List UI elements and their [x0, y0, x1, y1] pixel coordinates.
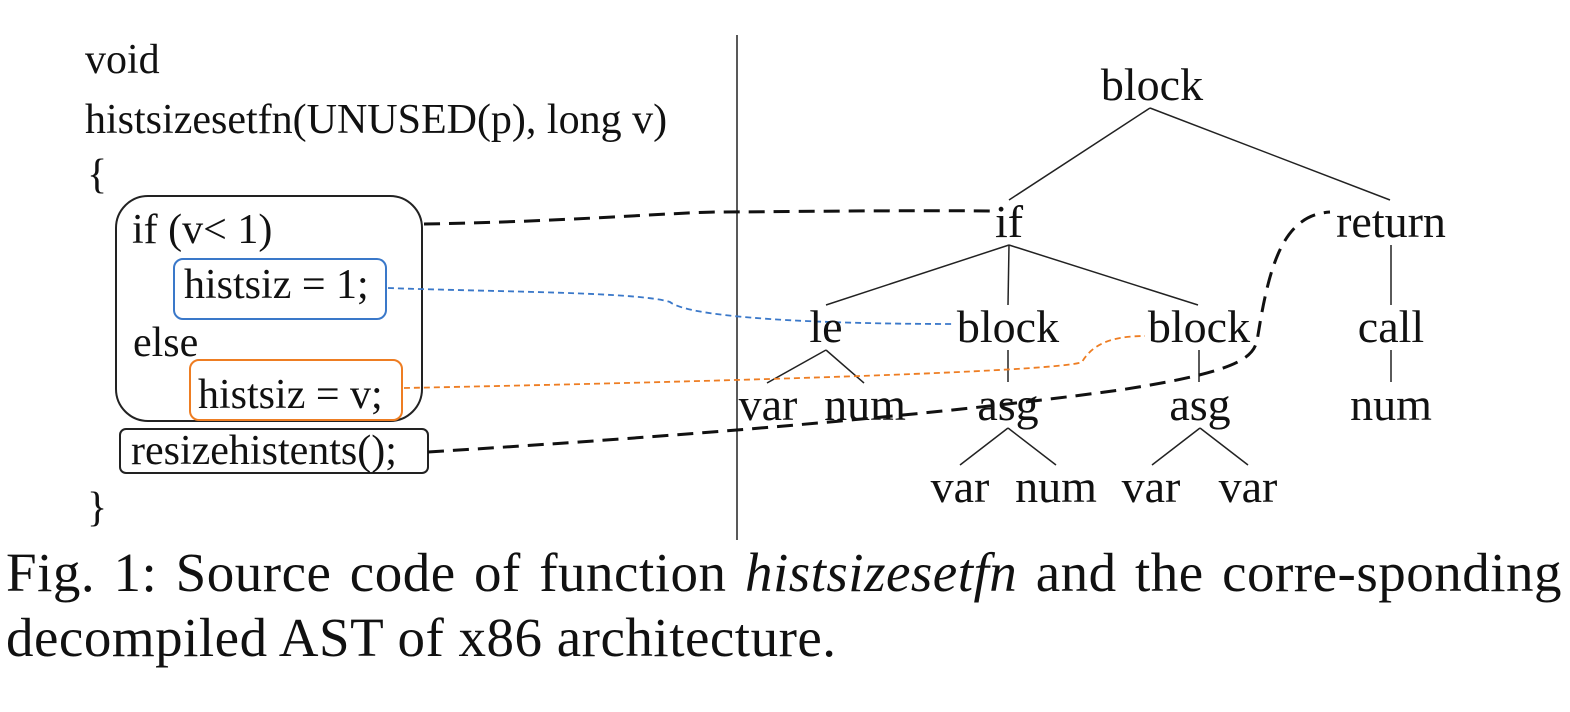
- code-open-brace: {: [87, 152, 107, 198]
- ast-node-num-asg1: num: [1015, 461, 1097, 512]
- ast-node-block-else: block: [1148, 301, 1250, 352]
- edge-if-le: [825, 244, 1010, 306]
- edge-asg2-var1: [1151, 427, 1201, 466]
- code-if-line: if (v< 1): [132, 207, 272, 253]
- ast-node-asg-then: asg: [977, 379, 1038, 430]
- edge-block-if: [1008, 107, 1151, 201]
- assign1-box: [173, 258, 387, 320]
- code-line-void: void: [85, 37, 160, 83]
- ast-node-block-root: block: [1101, 59, 1203, 110]
- caption-suffix: and the corre-sponding decompiled AST of…: [6, 542, 1563, 668]
- edge-asg1-num: [1007, 427, 1057, 466]
- connector-then-block: [387, 287, 956, 325]
- assign2-box: [189, 359, 403, 421]
- edge-asg1-var: [959, 427, 1009, 466]
- ast-node-var-asg2-b: var: [1219, 461, 1278, 512]
- caption-prefix: Fig. 1: Source code of function: [6, 542, 727, 603]
- edge-block-return: [1149, 107, 1391, 201]
- ast-node-block-then: block: [957, 301, 1059, 352]
- ast-node-asg-else: asg: [1169, 379, 1230, 430]
- ast-node-le: le: [809, 301, 842, 352]
- code-else-line: else: [133, 320, 198, 366]
- caption-function-name: histsizesetfn: [744, 542, 1018, 603]
- edge-le-var: [766, 349, 827, 384]
- ast-node-var-asg2-a: var: [1122, 461, 1181, 512]
- ast-node-num-call: num: [1350, 379, 1432, 430]
- edge-if-block-then: [1007, 244, 1010, 306]
- code-call-line: resizehistents();: [131, 428, 397, 474]
- figure-diagram: void histsizesetfn(UNUSED(p), long v) { …: [85, 35, 1446, 540]
- figure-caption: Fig. 1: Source code of function histsize…: [6, 540, 1562, 670]
- ast-node-var-le: var: [739, 379, 798, 430]
- connector-if: [423, 209, 991, 226]
- code-assign2: histsiz = v;: [198, 372, 383, 418]
- ast-node-num-le: num: [824, 379, 906, 430]
- edge-le-num: [825, 349, 865, 384]
- code-close-brace: }: [87, 485, 107, 531]
- edge-asg2-var2: [1199, 427, 1249, 466]
- code-line-signature: histsizesetfn(UNUSED(p), long v): [85, 97, 667, 143]
- connector-return: [427, 210, 1331, 454]
- code-assign1: histsiz = 1;: [184, 262, 369, 308]
- ast-node-call: call: [1358, 301, 1424, 352]
- ast-node-if: if: [995, 196, 1024, 247]
- ast-node-return: return: [1336, 196, 1446, 247]
- ast-node-var-asg1: var: [931, 461, 990, 512]
- connector-else-block: [403, 335, 1146, 389]
- edge-if-block-else: [1008, 244, 1199, 306]
